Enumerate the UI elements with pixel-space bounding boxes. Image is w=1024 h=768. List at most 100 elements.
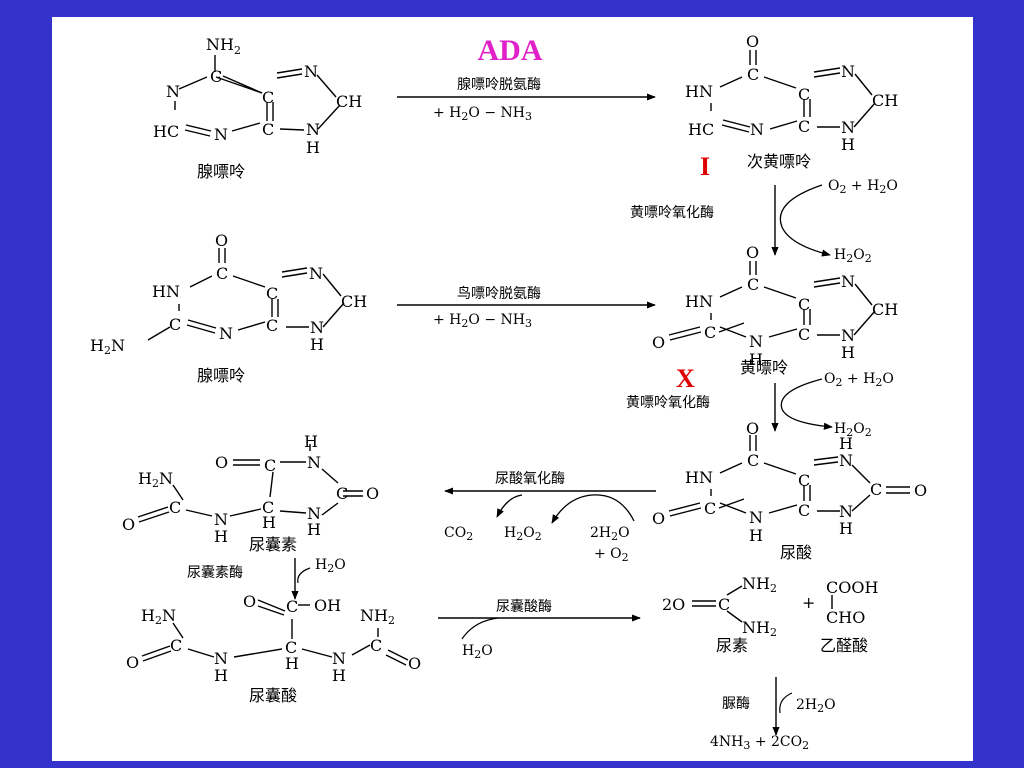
svg-text:C: C — [266, 284, 278, 303]
urea-structure — [692, 585, 743, 623]
svg-text:O: O — [122, 515, 135, 534]
svg-text:C: C — [216, 264, 228, 283]
svg-text:N: N — [839, 451, 853, 470]
svg-text:H: H — [332, 666, 346, 685]
cond-h2o2-2: H2O2 — [834, 421, 872, 439]
svg-text:O: O — [652, 509, 665, 528]
svg-text:C: C — [370, 636, 382, 655]
svg-text:N: N — [214, 649, 228, 668]
svg-text:N: N — [306, 120, 320, 139]
slide: ADA NH2 C N HC N C C N CH N H 腺嘌呤 腺嘌呤脱氨酶… — [52, 17, 973, 761]
enzyme-urease: 脲酶 — [722, 696, 750, 712]
svg-text:CH: CH — [341, 292, 367, 311]
svg-text:H: H — [841, 135, 855, 154]
marker-step2: X — [676, 364, 695, 393]
svg-text:HN: HN — [152, 282, 180, 301]
svg-text:C: C — [169, 498, 181, 517]
svg-text:H: H — [214, 666, 228, 685]
svg-text:N: N — [841, 272, 855, 291]
label-guanine: 腺嘌呤 — [197, 366, 245, 385]
svg-text:O: O — [215, 453, 228, 472]
cond-h2o-allantoicase: H2O — [462, 643, 493, 661]
allantoin-atoms: H O C N H2N C O C O N H C H N H — [122, 432, 379, 546]
guanine-structure — [147, 248, 345, 341]
svg-text:O: O — [914, 481, 927, 500]
svg-text:CH: CH — [872, 91, 898, 110]
label-uric-acid: 尿酸 — [780, 543, 812, 562]
svg-text:HC: HC — [153, 122, 179, 141]
svg-text:N: N — [749, 332, 763, 351]
urea-atoms: 2O C NH2 NH2 — [662, 574, 777, 639]
curved-arrow-allantoicase — [461, 617, 499, 640]
curved-arrow-oxidation-1 — [779, 184, 831, 257]
svg-text:C: C — [798, 325, 810, 344]
curved-arrow-urate-oxidase — [551, 494, 635, 524]
svg-text:N: N — [307, 504, 321, 523]
svg-text:N: N — [839, 502, 853, 521]
svg-text:C: C — [210, 67, 222, 86]
svg-text:HN: HN — [685, 292, 713, 311]
svg-text:H2N: H2N — [90, 336, 125, 357]
svg-text:NH2: NH2 — [360, 606, 395, 627]
xanthine-atoms: O C HN C O N H C C N CH N H — [652, 243, 898, 369]
svg-text:H2N: H2N — [141, 606, 176, 627]
svg-text:C: C — [169, 315, 181, 334]
cond-h2o2-3: H2O2 — [504, 525, 542, 543]
svg-text:CHO: CHO — [826, 608, 865, 627]
svg-text:OH: OH — [314, 596, 341, 615]
label-urea: 尿素 — [716, 636, 748, 655]
cond-h2o-allantoinase: H2O — [315, 557, 346, 575]
svg-text:O: O — [746, 419, 759, 438]
svg-text:H: H — [262, 513, 276, 532]
label-glyoxylic-acid: 乙醛酸 — [820, 636, 868, 655]
label-allantoin: 尿囊素 — [249, 535, 297, 554]
svg-text:HN: HN — [685, 82, 713, 101]
allantoic-acid-structure — [141, 599, 409, 666]
svg-text:H: H — [839, 519, 853, 538]
svg-text:C: C — [264, 456, 276, 475]
svg-text:H: H — [304, 432, 318, 451]
svg-text:COOH: COOH — [826, 578, 878, 597]
svg-text:C: C — [718, 595, 730, 614]
svg-text:C: C — [285, 638, 297, 657]
pathway-diagram: ADA NH2 C N HC N C C N CH N H 腺嘌呤 腺嘌呤脱氨酶… — [90, 32, 927, 752]
svg-text:CH: CH — [872, 300, 898, 319]
plus-urea-glyoxylic: + — [802, 593, 815, 612]
marker-step1: I — [700, 152, 710, 181]
label-adenine: 腺嘌呤 — [197, 162, 245, 181]
svg-text:C: C — [747, 65, 759, 84]
svg-text:N: N — [841, 326, 855, 345]
svg-text:N: N — [749, 508, 763, 527]
adenine-structure — [174, 55, 341, 137]
svg-text:H2N: H2N — [138, 469, 173, 490]
svg-text:C: C — [170, 636, 182, 655]
allantoin-structure — [137, 444, 363, 523]
uric-acid-structure — [668, 435, 910, 517]
svg-text:O: O — [243, 592, 256, 611]
hypoxanthine-atoms: O C HN HC N C C N CH N H — [685, 32, 898, 154]
enzyme-guanine-deaminase: 鸟嘌呤脱氨酶 — [457, 286, 541, 302]
svg-text:H: H — [749, 526, 763, 545]
svg-text:H: H — [285, 654, 299, 673]
svg-text:O: O — [408, 654, 421, 673]
svg-text:H: H — [214, 527, 228, 546]
cond-o2-h2o-2: O2 + H2O — [824, 371, 894, 389]
svg-text:N: N — [841, 118, 855, 137]
svg-text:H: H — [307, 520, 321, 539]
svg-text:C: C — [336, 484, 348, 503]
svg-text:N: N — [750, 120, 764, 139]
svg-text:N: N — [332, 649, 346, 668]
curved-arrow-urate-co2 — [496, 494, 523, 518]
svg-text:CH: CH — [336, 92, 362, 111]
adenine-atoms: NH2 C N HC N C C N CH N H — [153, 35, 362, 157]
svg-text:O: O — [746, 32, 759, 51]
cond-o2-h2o-1: O2 + H2O — [828, 178, 898, 196]
svg-text:C: C — [798, 117, 810, 136]
svg-text:C: C — [286, 597, 298, 616]
label-xanthine: 黄嘌呤 — [740, 358, 788, 377]
curved-arrow-urease — [779, 692, 793, 714]
xanthine-structure — [668, 261, 876, 341]
enzyme-allantoicase: 尿囊酸酶 — [496, 598, 552, 615]
enzyme-xanthine-oxidase-1: 黄嘌呤氧化酶 — [630, 204, 714, 221]
enzyme-urate-oxidase: 尿酸氧化酶 — [495, 471, 565, 487]
